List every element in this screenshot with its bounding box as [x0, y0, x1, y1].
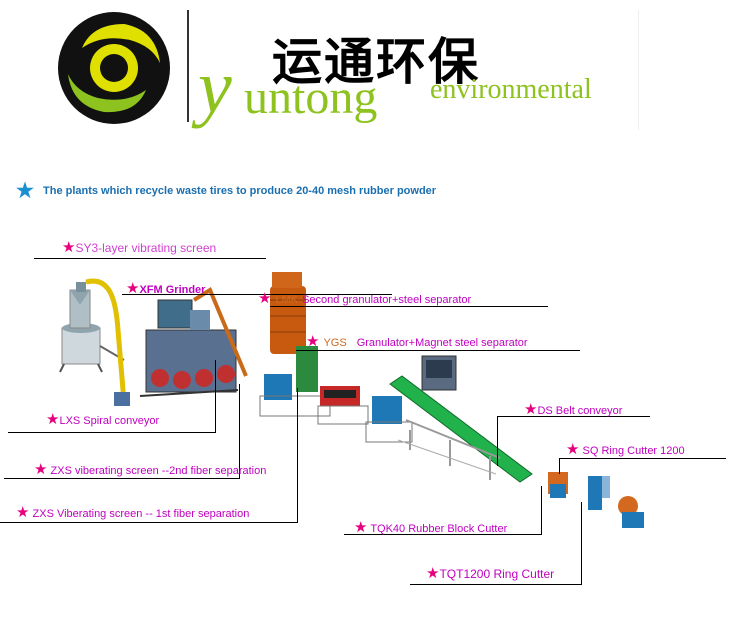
leader-tqt-h: [410, 584, 582, 585]
leader-tqk-h: [344, 534, 542, 535]
star-icon: ★: [34, 461, 48, 478]
star-icon: ★: [62, 239, 76, 256]
star-icon: ★: [46, 411, 60, 428]
label-lxs-spiral-conveyor: ★LXS Spiral conveyor: [46, 411, 160, 428]
brand-y: y: [198, 45, 232, 129]
sq-ring-cutter-machine: [548, 472, 568, 498]
magnet-granulator-machine: [296, 346, 369, 425]
leader-mag: [296, 350, 580, 351]
leader-sq-v: [559, 458, 560, 474]
leader-sq-h: [560, 458, 726, 459]
leader-zxs1-h: [0, 522, 298, 523]
leader-sy: [34, 258, 266, 259]
title-text: The plants which recycle waste tires to …: [43, 185, 437, 197]
logo-divider: [187, 10, 189, 122]
lxs-spiral-conveyor-machine: [85, 278, 130, 406]
star-icon: ★: [566, 441, 580, 458]
star-icon: ★: [16, 504, 30, 521]
leader-zxs1-v: [297, 388, 298, 522]
control-cabinet: [421, 355, 457, 391]
leader-lxs-v: [215, 360, 216, 432]
star-icon: ★: [426, 565, 440, 582]
brand-environmental: environmental: [430, 74, 592, 105]
ds-belt-conveyor-machine: [389, 375, 533, 483]
leader-lxs-h: [8, 432, 216, 433]
label-zxs-2nd: ★ ZXS viberating screen --2nd fiber sepa…: [34, 461, 267, 478]
label-ds-belt-conveyor: ★DS Belt conveyor: [524, 401, 623, 418]
label-xfm-grinder: ★XFM Grinder: [126, 280, 206, 297]
diagram-title: ★ The plants which recycle waste tires t…: [16, 178, 436, 203]
leader-ds-v: [497, 416, 498, 466]
leader-ds-h: [498, 416, 650, 417]
star-icon: ★: [126, 280, 140, 297]
label-sq-ring-cutter: ★ SQ Ring Cutter 1200: [566, 441, 685, 458]
code-lmk: LMK: [275, 294, 299, 306]
leader-zxs2-h: [4, 478, 240, 479]
star-icon: ★: [306, 333, 320, 350]
title-star-icon: ★: [16, 180, 34, 202]
tqk-rubber-block-cutter-machine: [365, 396, 413, 443]
sy-vibrating-screen-machine: [59, 282, 125, 373]
star-icon: ★: [354, 519, 368, 536]
star-icon: ★: [524, 401, 538, 418]
label-sy-vibrating-screen: ★SY3-layer vibrating screen: [62, 239, 217, 256]
star-icon: ★: [258, 290, 272, 307]
leader-second: [270, 306, 548, 307]
leader-tqt-v: [581, 502, 582, 584]
label-tqt-ring-cutter: ★TQT1200 Ring Cutter: [426, 565, 555, 582]
leader-tqk-v: [541, 486, 542, 534]
tqt-ring-cutter-machine: [588, 476, 644, 528]
brand-chinese-name: 运通环保: [272, 33, 480, 91]
leader-xfm: [122, 294, 392, 295]
header-right-rule: [638, 10, 639, 130]
leader-zxs2-v: [239, 384, 240, 478]
brand-name: y untong environmental: [198, 44, 638, 134]
brand-untong: untong: [244, 71, 378, 124]
label-tqk-rubber-block-cutter: ★ TQK40 Rubber Block Cutter: [354, 519, 508, 536]
label-zxs-1st: ★ ZXS Viberating screen -- 1st fiber sep…: [16, 504, 250, 521]
xfm-grinder-machine: [139, 287, 248, 397]
company-logo: [52, 8, 177, 128]
code-ygs: YGS: [323, 337, 347, 349]
